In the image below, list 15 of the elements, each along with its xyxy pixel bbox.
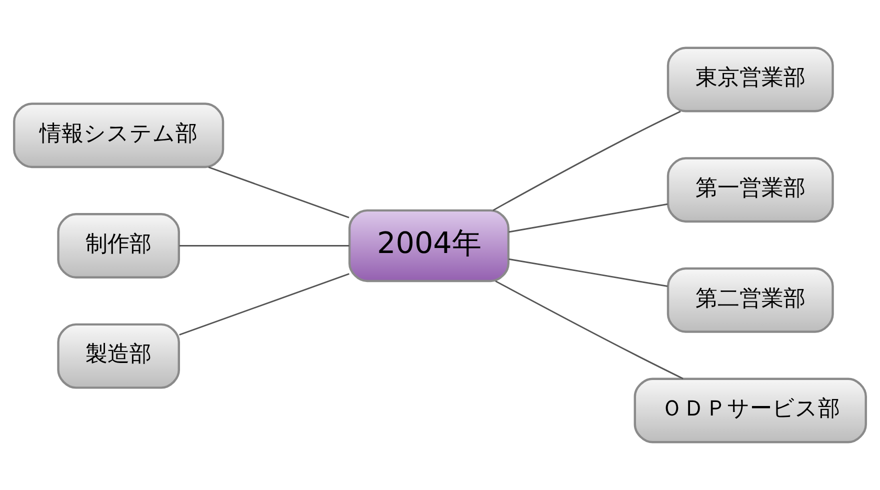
node-box: ＯＤＰサービス部 bbox=[634, 378, 867, 444]
connector bbox=[508, 203, 668, 233]
connector bbox=[492, 110, 681, 211]
connector bbox=[179, 245, 350, 246]
node-box: 2004年 bbox=[348, 209, 510, 282]
node-box: 情報システム部 bbox=[13, 102, 224, 168]
node-box: 製造部 bbox=[57, 323, 180, 389]
connector bbox=[508, 258, 668, 287]
node-box: 第一営業部 bbox=[666, 157, 834, 223]
node-box: 東京営業部 bbox=[666, 46, 834, 112]
connector bbox=[179, 273, 350, 336]
node-box: 制作部 bbox=[57, 213, 180, 278]
connector bbox=[208, 166, 350, 218]
node-box: 第二営業部 bbox=[666, 267, 834, 333]
connector bbox=[495, 280, 684, 380]
